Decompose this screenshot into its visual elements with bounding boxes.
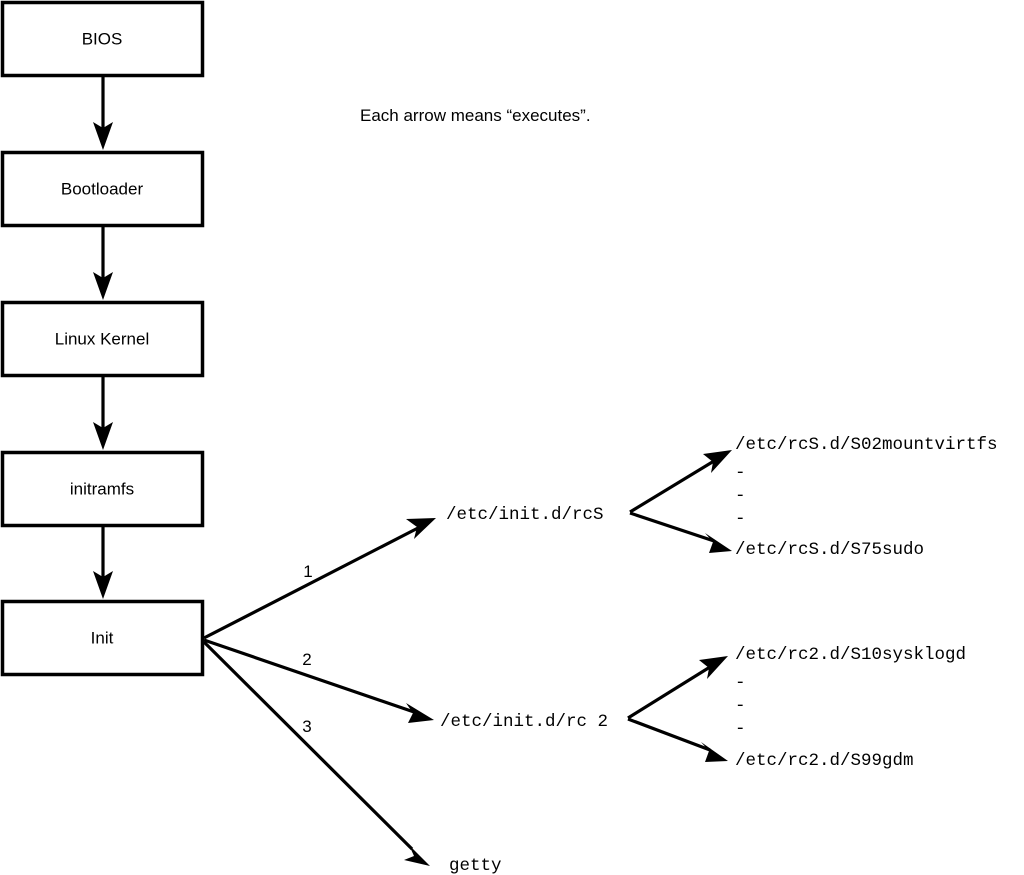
rcs-last-script-label: /etc/rcS.d/S75sudo <box>735 540 924 560</box>
initramfs-box[interactable] <box>0 450 205 528</box>
branch-3-number: 3 <box>302 717 311 736</box>
arrowhead-icon <box>93 272 113 300</box>
rcs-ellipsis-dash: - <box>735 463 746 483</box>
arrow-bios-to-bootloader <box>93 76 113 150</box>
bios-box[interactable] <box>0 0 205 78</box>
arrow-bootloader-to-kernel <box>93 226 113 300</box>
rcs-ellipsis-dash: - <box>735 509 746 529</box>
getty-label: getty <box>449 856 502 875</box>
init-label: Init <box>91 628 114 647</box>
bootloader-label: Bootloader <box>61 179 144 198</box>
node-init[interactable]: Init <box>0 599 205 677</box>
arrowhead-icon <box>701 742 728 762</box>
node-bootloader[interactable]: Bootloader <box>0 150 205 228</box>
node-initramfs[interactable]: initramfs <box>0 450 205 528</box>
arrow-rc2-to-last-script <box>627 717 728 762</box>
arrow-rcs-to-last-script <box>629 511 732 553</box>
arrowhead-icon <box>699 656 728 679</box>
arrow-init-branch-1 <box>203 518 436 640</box>
linux-kernel-label: Linux Kernel <box>55 329 150 348</box>
rc2-ellipsis-dash: - <box>735 673 746 693</box>
arrowhead-icon <box>93 571 113 599</box>
init-box[interactable] <box>0 599 205 677</box>
caption-text: Each arrow means “executes”. <box>360 106 591 125</box>
arrow-rc2-to-first-script <box>627 656 728 720</box>
bootloader-box[interactable] <box>0 150 205 228</box>
rcs-first-script-label: /etc/rcS.d/S02mountvirtfs <box>735 435 998 455</box>
arrow-initramfs-to-init <box>93 526 113 599</box>
arrow-kernel-to-initramfs <box>93 376 113 450</box>
node-linux-kernel[interactable]: Linux Kernel <box>0 300 205 378</box>
arrowhead-icon <box>705 533 732 553</box>
init-d-rcs-label: /etc/init.d/rcS <box>446 505 604 525</box>
arrowhead-icon <box>703 450 732 473</box>
rc2-last-script-label: /etc/rc2.d/S99gdm <box>735 751 914 771</box>
arrowhead-icon <box>93 122 113 150</box>
arrowhead-icon <box>406 518 436 539</box>
arrow-init-branch-2 <box>203 638 434 723</box>
arrowhead-icon <box>404 845 430 866</box>
node-bios[interactable]: BIOS <box>0 0 205 78</box>
arrow-init-branch-3 <box>202 640 430 866</box>
arrow-rcs-to-first-script <box>629 450 732 514</box>
linux-kernel-box[interactable] <box>0 300 205 378</box>
rc2-first-script-label: /etc/rc2.d/S10sysklogd <box>735 645 966 665</box>
initramfs-label: initramfs <box>70 479 134 498</box>
rc2-ellipsis-dash: - <box>735 719 746 739</box>
arrowhead-icon <box>406 703 434 723</box>
init-d-rc2-label: /etc/init.d/rc 2 <box>440 712 608 732</box>
arrowhead-icon <box>93 422 113 450</box>
rcs-ellipsis-dash: - <box>735 486 746 506</box>
branch-2-number: 2 <box>302 650 311 669</box>
bios-label: BIOS <box>82 29 123 48</box>
branch-1-number: 1 <box>303 562 312 581</box>
rc2-ellipsis-dash: - <box>735 696 746 716</box>
